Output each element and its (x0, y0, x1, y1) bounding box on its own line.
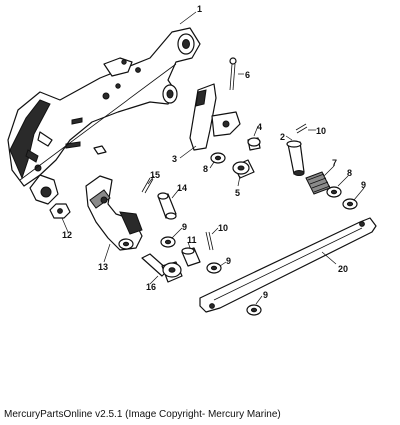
callout-5: 5 (235, 188, 240, 198)
leader-lines (61, 11, 365, 305)
callout-10-upper: 10 (316, 126, 326, 136)
part-8-washer-left[interactable] (210, 152, 226, 164)
part-8-washer-right[interactable] (326, 186, 342, 198)
callout-4: 4 (257, 122, 262, 132)
callout-15: 15 (150, 170, 160, 180)
callout-9-middle: 9 (182, 222, 187, 232)
part-12-nut[interactable] (49, 203, 71, 219)
part-13-shift-cam[interactable] (85, 175, 143, 251)
part-20-shift-rod[interactable] (199, 217, 377, 313)
callout-9-lower-middle: 9 (226, 256, 231, 266)
part-7-spring[interactable] (305, 171, 331, 195)
part-14-bushing[interactable] (157, 192, 177, 220)
exploded-parts-diagram: 1 2 3 4 5 6 7 8 8 9 9 9 9 10 10 11 12 13… (7, 4, 377, 316)
part-2-pin[interactable] (286, 140, 305, 176)
callout-9-bottom: 9 (263, 290, 268, 300)
callout-11: 11 (187, 235, 197, 245)
callout-9-right: 9 (361, 180, 366, 190)
part-10-cotter-pin-lower[interactable] (205, 231, 214, 251)
part-3-lever[interactable] (189, 83, 241, 151)
part-9-washer-bottom[interactable] (246, 304, 262, 316)
copyright-caption: MercuryPartsOnline v2.5.1 (Image Copyrig… (4, 409, 281, 420)
part-15-pin[interactable] (141, 177, 154, 194)
part-6-cotter-pin[interactable] (229, 57, 237, 91)
part-16-bolt[interactable] (141, 253, 183, 283)
part-5-bolt[interactable] (232, 159, 255, 179)
callout-labels: 1 2 3 4 5 6 7 8 8 9 9 9 9 10 10 11 12 13… (62, 4, 366, 300)
part-9-washer-lower-middle[interactable] (206, 262, 222, 274)
callout-6: 6 (245, 70, 250, 80)
callout-2: 2 (280, 132, 285, 142)
part-11-spacer[interactable] (181, 247, 201, 267)
part-9-washer-right[interactable] (342, 198, 358, 210)
callout-10-lower: 10 (218, 223, 228, 233)
callout-13: 13 (98, 262, 108, 272)
callout-12: 12 (62, 230, 72, 240)
part-10-cotter-pin-upper[interactable] (295, 123, 308, 134)
callout-14: 14 (177, 183, 187, 193)
callout-3: 3 (172, 154, 177, 164)
part-9-washer-middle[interactable] (160, 236, 176, 248)
callout-16: 16 (146, 282, 156, 292)
callout-8-right: 8 (347, 168, 352, 178)
part-4-bushing[interactable] (247, 137, 261, 151)
callout-8-left: 8 (203, 164, 208, 174)
part-1-shift-bracket[interactable] (7, 27, 201, 205)
callout-20: 20 (338, 264, 348, 274)
callout-1: 1 (197, 4, 202, 14)
callout-7: 7 (332, 158, 337, 168)
